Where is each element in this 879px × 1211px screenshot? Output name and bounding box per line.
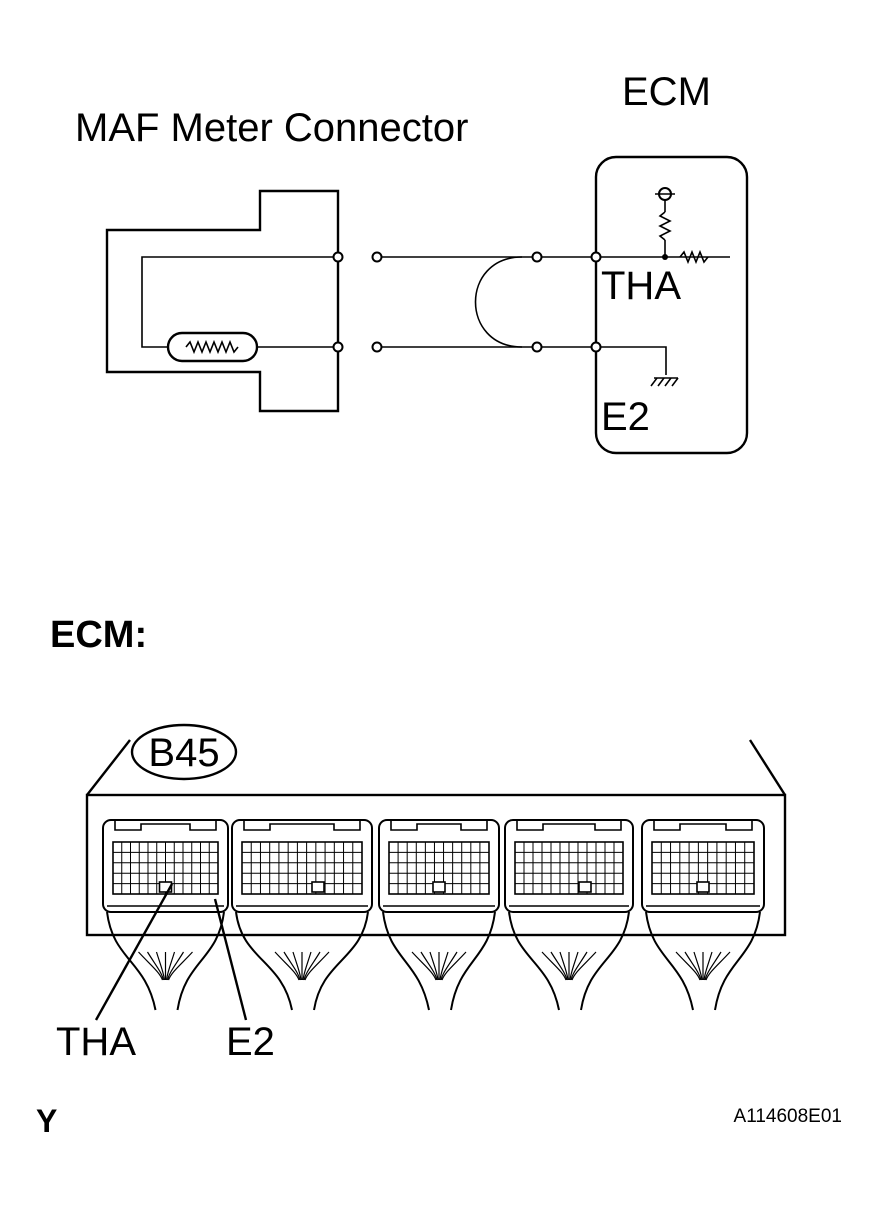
maf-terminal-e2 [332, 341, 344, 353]
wire-strand [441, 951, 467, 981]
wire-strand [693, 951, 703, 981]
connector-module [641, 819, 765, 1011]
wire-bundle-sheath [645, 911, 761, 1011]
connector-code-text: B45 [148, 731, 219, 775]
maf-connector-title: MAF Meter Connector [75, 106, 468, 150]
wire-strand [166, 951, 185, 981]
module-latch [653, 820, 753, 831]
wire-strand [705, 951, 731, 981]
ground-icon [650, 377, 679, 387]
series-resistor-symbol [679, 249, 709, 265]
connector-code-badge: B45 [130, 723, 238, 781]
ecm-housing [85, 739, 787, 937]
intake-air-temp-sensor [166, 331, 259, 363]
ecm-box [594, 155, 749, 455]
key-slot [311, 881, 325, 893]
wire-strand [429, 951, 439, 981]
wire-strand [303, 951, 321, 981]
maf-internal-wire-upper [141, 256, 338, 348]
wire-strand [684, 951, 702, 981]
ecm-internal-e2-line [600, 346, 667, 375]
wire-bundle-sheath [508, 911, 630, 1011]
ecm-section-title: ECM: [50, 614, 147, 656]
wire-strand [292, 951, 302, 981]
wire-strand [569, 951, 579, 981]
module-latch [243, 820, 361, 831]
connector-module [231, 819, 373, 1011]
e2-pin-leader [213, 898, 248, 1021]
harness-terminal-upper-right [531, 251, 543, 263]
junction-dot [662, 254, 668, 260]
wire-strand [304, 951, 330, 981]
wire-strand [165, 951, 176, 981]
wire-strand [167, 951, 193, 981]
wire-strand [411, 951, 437, 981]
wire-strand [420, 951, 438, 981]
connector-module [378, 819, 500, 1011]
harness-terminal-lower-left [371, 341, 383, 353]
wire-strand [559, 951, 569, 981]
module-latch [516, 820, 622, 831]
figure-id: A114608E01 [734, 1106, 842, 1127]
ecm-terminal-tha [590, 251, 602, 263]
pullup-resistor-symbol [658, 211, 672, 241]
e2-pin-label: E2 [226, 1020, 275, 1064]
connector-module [102, 819, 229, 1011]
wire-strand [146, 951, 165, 981]
tha-pin-leader [94, 883, 174, 1021]
wire-bundle-sheath [235, 911, 369, 1011]
wire-strand [138, 951, 164, 981]
key-slot [578, 881, 592, 893]
wire-bundle-sheath [382, 911, 496, 1011]
thermistor-resistor-symbol [185, 339, 239, 355]
ecm-box-title: ECM [622, 70, 711, 114]
harness-terminal-lower-right [531, 341, 543, 353]
corner-mark: Y [36, 1103, 57, 1139]
wire-strand [541, 951, 567, 981]
wire-strand [302, 951, 312, 981]
pin-grid [241, 841, 363, 895]
key-slot [696, 881, 710, 893]
ecm-tha-label: THA [601, 264, 681, 308]
wire-strand [703, 951, 713, 981]
wire-strand [570, 951, 588, 981]
ecm-e2-label: E2 [601, 395, 650, 439]
wire-strand [439, 951, 449, 981]
maf-terminal-tha [332, 251, 344, 263]
wire-strand [440, 951, 458, 981]
wire-shield-loop [474, 256, 523, 348]
wire-strand [571, 951, 597, 981]
maf-meter-connector-label: MAF Meter Connector [75, 106, 468, 150]
wire-strand [274, 951, 300, 981]
wire-strand [283, 951, 301, 981]
wire-strand [550, 951, 568, 981]
key-slot [432, 881, 446, 893]
tha-pin-label: THA [56, 1020, 136, 1064]
connector-module [504, 819, 634, 1011]
wire-strand [155, 951, 166, 981]
harness-terminal-upper-left [371, 251, 383, 263]
ecm-connector-modules [102, 819, 765, 1011]
wire-strand [704, 951, 722, 981]
module-latch [390, 820, 488, 831]
ecm-terminal-e2 [590, 341, 602, 353]
module-latch [114, 820, 217, 831]
wire-strand [675, 951, 701, 981]
maf-connector-outline [105, 189, 340, 413]
